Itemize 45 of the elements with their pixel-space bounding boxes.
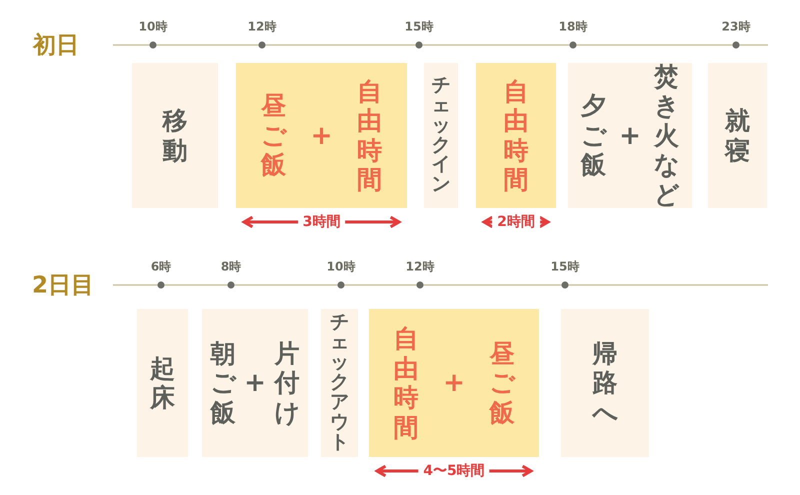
activity-label: 起床: [150, 354, 175, 412]
duration-label: 3時間: [298, 213, 346, 231]
activity-label: 就寝: [725, 106, 750, 165]
time-label: 23時: [722, 18, 750, 36]
activity-label: 夕ご飯: [581, 91, 606, 180]
schedule-box: [132, 63, 218, 208]
activity-label: 自由時間: [394, 324, 419, 442]
schedule-box: [202, 309, 308, 457]
time-label: 12時: [248, 18, 276, 36]
time-label: 8時: [220, 258, 242, 276]
time-label: 15時: [550, 258, 580, 276]
activity-label: 焚き火など: [654, 62, 679, 210]
schedule-box: [708, 63, 767, 208]
activity-label: 昼ご飯: [260, 91, 286, 180]
day-title: 初日: [33, 32, 79, 60]
activity-label: 移動: [162, 106, 188, 165]
highlight-box: [369, 309, 539, 457]
activity-label: 昼ご飯: [489, 338, 514, 428]
activity-label: 自由時間: [357, 76, 382, 194]
schedule-box: [321, 309, 358, 457]
schedule-box: [568, 63, 692, 208]
schedule-box: [137, 309, 188, 457]
highlight-box: [476, 63, 556, 208]
plus-sign: +: [244, 368, 266, 398]
schedule-box: [561, 309, 649, 457]
activity-label: チェックアウト: [330, 313, 349, 453]
activity-label: 帰路へ: [592, 338, 618, 428]
time-label: 6時: [150, 258, 172, 276]
activity-label: 片付け: [274, 338, 300, 428]
duration-label: 4〜5時間: [418, 462, 490, 480]
activity-label: 自由時間: [504, 76, 528, 194]
highlight-box: [236, 63, 407, 208]
duration-label: 2時間: [492, 213, 540, 231]
activity-label: チェックイン: [432, 76, 450, 196]
plus-sign: +: [619, 120, 641, 150]
time-label: 18時: [558, 18, 588, 36]
plus-sign: +: [443, 368, 465, 398]
time-label: 10時: [326, 258, 356, 276]
activity-label: 朝ご飯: [210, 338, 236, 428]
day-title: 2日目: [32, 272, 94, 300]
time-label: 12時: [406, 258, 434, 276]
time-label: 15時: [404, 18, 434, 36]
time-label: 10時: [138, 18, 168, 36]
schedule-box: [424, 63, 458, 208]
plus-sign: +: [310, 120, 332, 150]
